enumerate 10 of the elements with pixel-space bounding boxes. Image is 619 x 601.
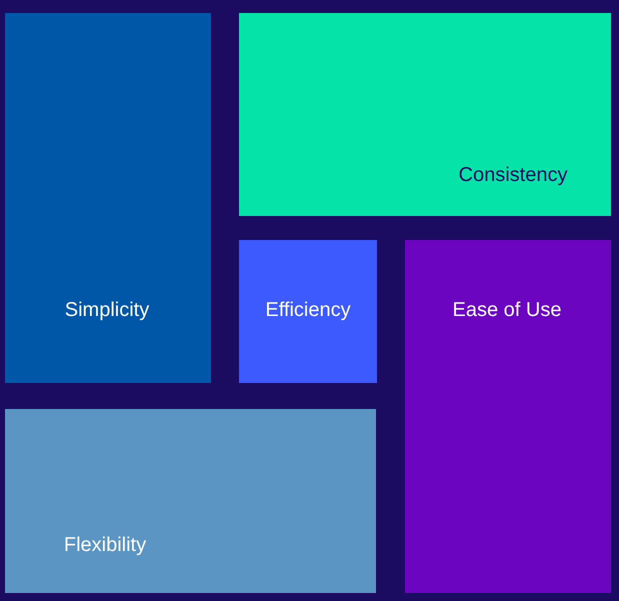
category-block [239,240,377,383]
block-label: Ease of Use [452,298,562,322]
category-block [405,240,611,593]
category-block [5,13,211,383]
block-label: Simplicity [64,298,150,322]
block-label: Flexibility [64,533,146,557]
category-block [239,13,611,216]
block-label: Efficiency [265,298,351,322]
category-block [5,409,376,593]
block-label: Consistency [458,163,568,187]
